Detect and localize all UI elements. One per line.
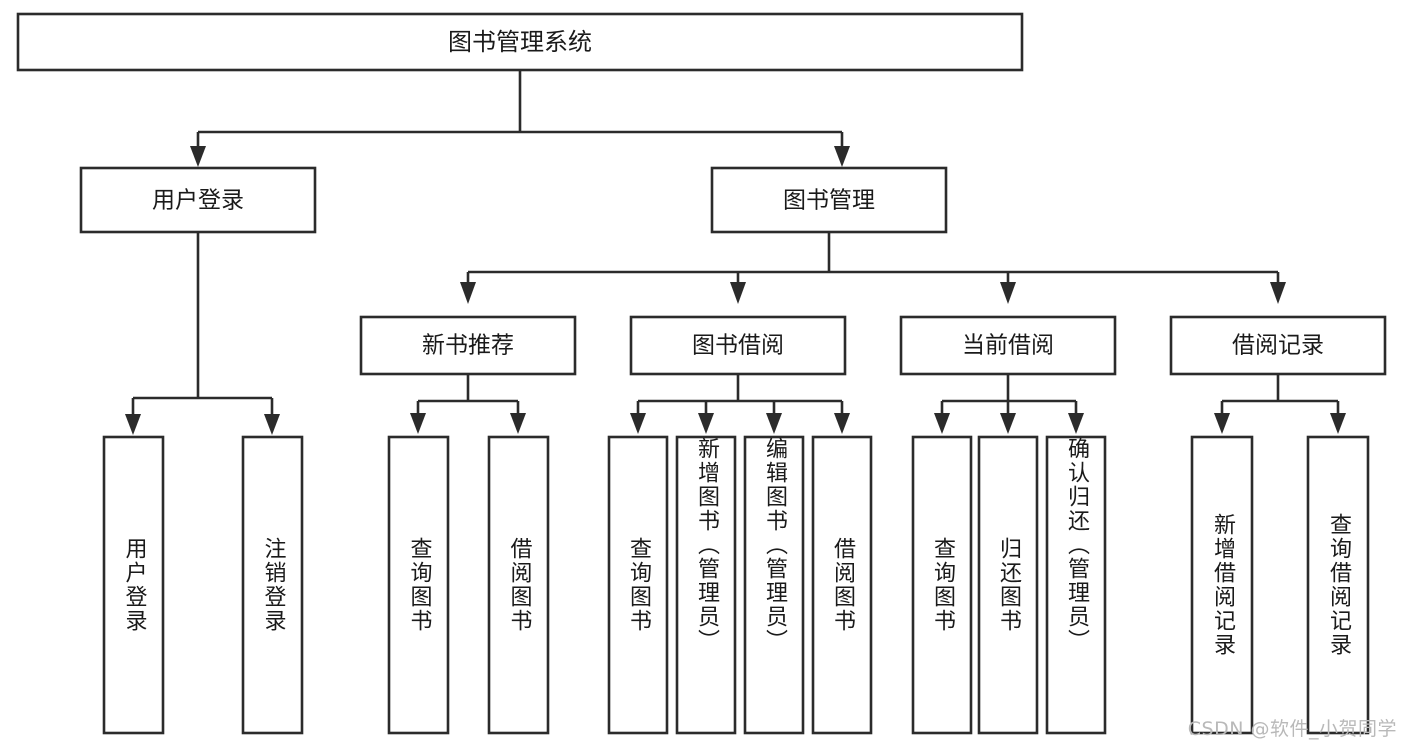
connector-root-to-level2	[190, 70, 850, 167]
leaf-box-borrow-records-1[interactable]	[1190, 435, 1254, 735]
node-book-borrow-label: 图书借阅	[692, 333, 784, 359]
connector-newbook-to-leaves	[410, 374, 526, 434]
connector-bookmgmt-to-level3	[460, 232, 1286, 304]
leaf-box-user-login-2[interactable]	[241, 435, 304, 735]
leaf-box-new-book-1[interactable]	[387, 435, 450, 735]
node-current-borrow[interactable]: 当前借阅	[899, 315, 1117, 376]
leaf-boxes-book-borrow	[607, 435, 873, 735]
leaf-boxes-new-book-recommend	[387, 435, 550, 735]
node-current-borrow-label: 当前借阅	[962, 333, 1054, 359]
node-book-management[interactable]: 图书管理	[710, 166, 948, 234]
node-user-login[interactable]: 用户登录	[79, 166, 317, 234]
leaf-box-borrow-records-2[interactable]	[1306, 435, 1370, 735]
leaf-box-current-borrow-3[interactable]	[1045, 435, 1107, 735]
leaf-boxes-current-borrow	[911, 435, 1107, 735]
leaf-box-user-login-1[interactable]	[102, 435, 165, 735]
leaf-boxes-borrow-records	[1190, 435, 1370, 735]
leaf-box-current-borrow-1[interactable]	[911, 435, 973, 735]
connector-userlogin-to-leaves	[125, 232, 280, 435]
node-borrow-records[interactable]: 借阅记录	[1169, 315, 1387, 376]
leaf-box-book-borrow-2[interactable]	[675, 435, 737, 735]
node-book-management-label: 图书管理	[783, 188, 875, 214]
node-book-borrow[interactable]: 图书借阅	[629, 315, 847, 376]
node-root[interactable]: 图书管理系统	[16, 12, 1024, 72]
leaf-box-book-borrow-4[interactable]	[811, 435, 873, 735]
connector-currentborrow-to-leaves	[934, 374, 1084, 434]
leaf-box-new-book-2[interactable]	[487, 435, 550, 735]
leaf-box-current-borrow-2[interactable]	[977, 435, 1039, 735]
leaf-box-book-borrow-3[interactable]	[743, 435, 805, 735]
connector-bookborrow-to-leaves	[630, 374, 850, 434]
node-user-login-label: 用户登录	[152, 188, 244, 214]
node-new-book-recommend-label: 新书推荐	[422, 333, 514, 359]
node-new-book-recommend[interactable]: 新书推荐	[359, 315, 577, 376]
node-borrow-records-label: 借阅记录	[1232, 333, 1324, 359]
connector-borrowrecords-to-leaves	[1214, 374, 1346, 434]
node-root-label: 图书管理系统	[448, 28, 592, 56]
leaf-boxes-user-login	[102, 435, 304, 735]
leaf-box-book-borrow-1[interactable]	[607, 435, 669, 735]
